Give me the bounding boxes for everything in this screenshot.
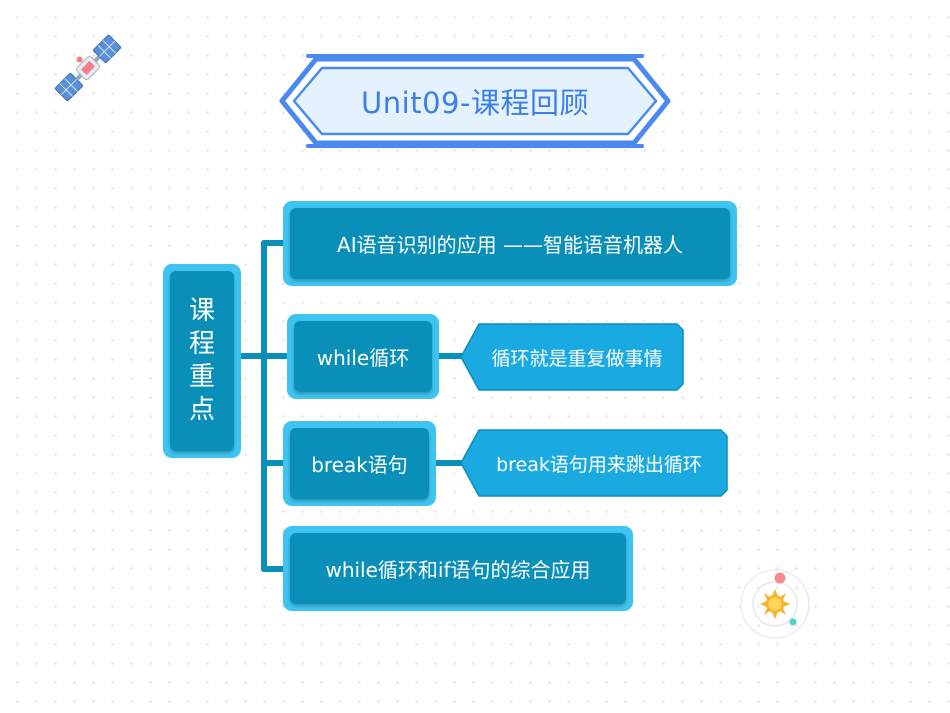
detail-tag-while: 循环就是重复做事情: [459, 322, 685, 392]
title-banner-frame: [279, 54, 671, 148]
page-title: Unit09-课程回顾: [361, 86, 589, 120]
branch-label-1: AI语音识别的应用 ——智能语音机器人: [290, 208, 730, 279]
root-char-4: 点: [188, 395, 215, 425]
branch-label-4: while循环和if语句的综合应用: [290, 533, 626, 604]
branch-node-ai-speech: AI语音识别的应用 ——智能语音机器人: [283, 201, 737, 286]
branch-node-break: break语句: [283, 421, 436, 506]
branch-label-2: while循环: [294, 321, 432, 392]
satellite-icon: [48, 28, 128, 108]
root-node: 课 程 重 点: [163, 264, 241, 458]
root-char-2: 程: [188, 329, 215, 359]
root-char-3: 重: [188, 362, 215, 392]
branch-node-while-loop: while循环: [287, 314, 439, 399]
title-banner: Unit09-课程回顾: [276, 53, 674, 149]
detail-text-break: break语句用来跳出循环: [496, 453, 702, 476]
branch-node-combined: while循环和if语句的综合应用: [283, 526, 633, 611]
root-char-1: 课: [188, 296, 215, 326]
solar-system-icon: [732, 566, 818, 646]
branch-label-3: break语句: [290, 428, 429, 499]
detail-text-while: 循环就是重复做事情: [491, 347, 663, 370]
detail-tag-break: break语句用来跳出循环: [459, 428, 729, 498]
